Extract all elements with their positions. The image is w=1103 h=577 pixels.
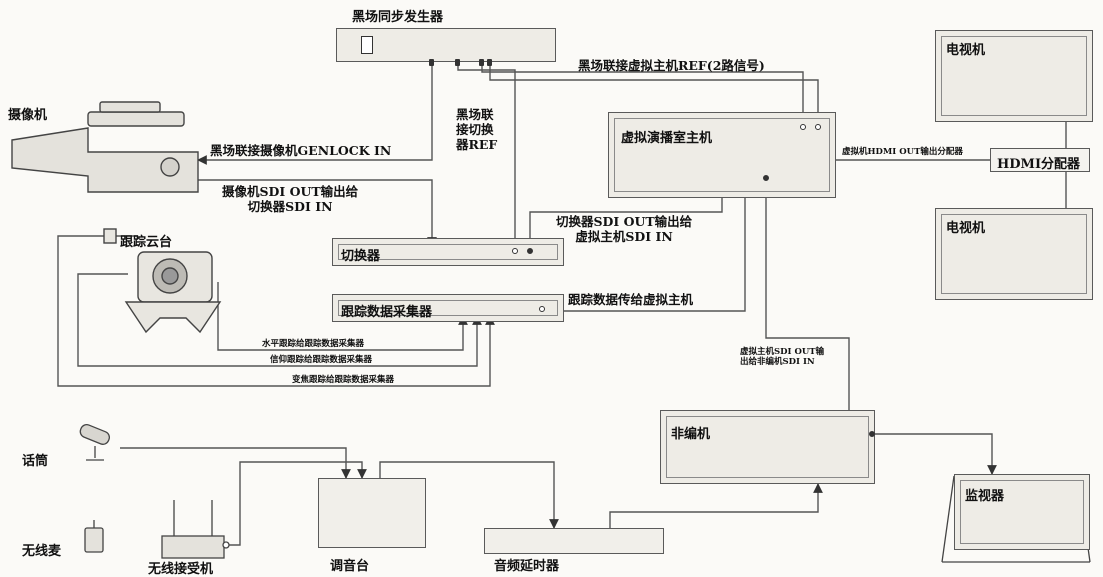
tracking-head-icon [103, 228, 222, 334]
label-host-to-hdmi: 虚拟机HDMI OUT输出分配器 [842, 147, 963, 157]
wireless-mic-icon [84, 520, 104, 553]
nle-port-out [869, 431, 875, 437]
label-switcher-to-host: 切换器SDI OUT输出给 虚拟主机SDI IN [556, 214, 693, 244]
host-port-ref-2 [815, 124, 821, 130]
wire-sync-host-b [489, 62, 823, 124]
wire-sync-switcher [457, 62, 516, 250]
virtual-studio-host-label: 虚拟演播室主机 [621, 131, 713, 146]
switcher: 切换器 [332, 238, 564, 266]
wire-camera-switcher [198, 179, 437, 247]
wire-sync-host-a [481, 62, 808, 124]
wire-mic-mixer [120, 447, 351, 479]
wire-tilt-tracking [77, 273, 482, 367]
label-pan-tracking: 水平跟踪给跟踪数据采集器 [262, 339, 365, 349]
switcher-label: 切换器 [341, 249, 381, 264]
monitor-label: 监视器 [965, 489, 1005, 504]
nle-editor: 非编机 [660, 410, 875, 484]
sync-port-2 [455, 59, 460, 66]
sync-generator-label: 黑场同步发生器 [352, 10, 444, 25]
sync-generator [336, 28, 556, 62]
wireless-mic-label: 无线麦 [22, 544, 62, 559]
nle-editor-label: 非编机 [671, 427, 711, 442]
wire-sync-camera [197, 62, 433, 165]
switcher-port-ref [512, 248, 518, 254]
wire-mixer-delay [379, 461, 559, 529]
wire-pan-tracking [217, 282, 468, 351]
label-zoom-tracking: 变焦跟踪给跟踪数据采集器 [292, 375, 395, 385]
sync-port-1 [429, 59, 434, 66]
tv-1-label: 电视机 [946, 43, 986, 58]
wire-zoom-tracking [57, 235, 495, 387]
label-host-to-nle: 虚拟主机SDI OUT输 出给非编机SDI IN [740, 347, 825, 367]
tv-2: 电视机 [935, 208, 1093, 300]
microphone-label: 话筒 [22, 454, 49, 469]
tracking-data-collector: 跟踪数据采集器 [332, 294, 564, 322]
tracking-head-label: 跟踪云台 [120, 235, 173, 250]
label-tracking-to-host: 跟踪数据传给虚拟主机 [568, 292, 694, 307]
camera-label: 摄像机 [8, 108, 48, 123]
tracking-data-collector-label: 跟踪数据采集器 [341, 305, 433, 320]
wireless-receiver-icon [161, 500, 230, 559]
label-tilt-tracking: 信仰跟踪给跟踪数据采集器 [270, 355, 373, 365]
label-sync-to-host: 黑场联接虚拟主机REF(2路信号) [578, 58, 765, 73]
label-camera-to-switcher: 摄像机SDI OUT输出给 切换器SDI IN [222, 184, 359, 214]
hdmi-splitter: HDMI分配器 [990, 148, 1090, 172]
audio-delay [484, 528, 664, 554]
wire-receiver-mixer [228, 461, 367, 546]
audio-delay-label: 音频延时器 [494, 559, 560, 574]
switcher-port-sdi [527, 248, 533, 254]
sync-port-3 [479, 59, 484, 66]
monitor: 监视器 [954, 474, 1090, 550]
camera-icon [11, 101, 199, 193]
host-port-ref-1 [800, 124, 806, 130]
wire-nle-monitor [873, 433, 997, 475]
tv-2-label: 电视机 [946, 221, 986, 236]
audio-mixer-label: 调音台 [330, 559, 370, 574]
wireless-receiver-label: 无线接受机 [148, 562, 214, 577]
label-sync-to-switcher: 黑场联 接切换 器REF [456, 107, 498, 152]
microphone-icon [79, 423, 110, 461]
collector-port-out [539, 306, 545, 312]
tv-1: 电视机 [935, 30, 1093, 122]
label-sync-to-camera: 黑场联接摄像机GENLOCK IN [210, 143, 392, 158]
hdmi-splitter-label: HDMI分配器 [997, 157, 1081, 172]
host-port-sdi-out [763, 175, 769, 181]
wire-delay-nle [609, 483, 823, 528]
sync-port-4 [487, 59, 492, 66]
wire-host-nle [765, 178, 854, 424]
virtual-studio-host: 虚拟演播室主机 [608, 112, 836, 198]
wire-tracking-host [543, 171, 750, 312]
audio-mixer [318, 478, 426, 548]
